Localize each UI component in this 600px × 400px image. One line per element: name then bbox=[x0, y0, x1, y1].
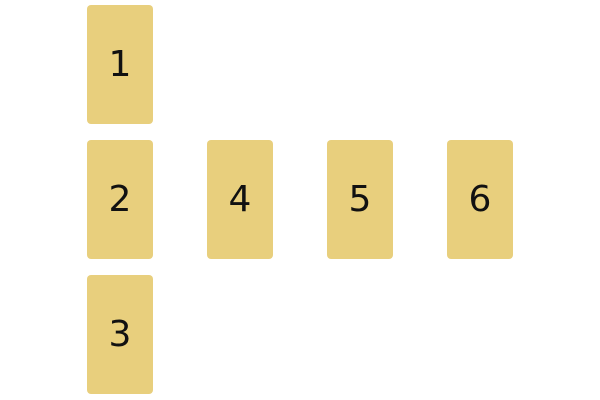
card-1[interactable]: 1 bbox=[87, 5, 153, 124]
card-2[interactable]: 2 bbox=[87, 140, 153, 259]
card-label: 6 bbox=[468, 179, 492, 220]
card-label: 3 bbox=[108, 314, 132, 355]
card-4[interactable]: 4 bbox=[207, 140, 273, 259]
card-label: 5 bbox=[348, 179, 372, 220]
card-5[interactable]: 5 bbox=[327, 140, 393, 259]
card-6[interactable]: 6 bbox=[447, 140, 513, 259]
card-label: 1 bbox=[108, 44, 132, 85]
card-label: 4 bbox=[228, 179, 252, 220]
card-label: 2 bbox=[108, 179, 132, 220]
card-3[interactable]: 3 bbox=[87, 275, 153, 394]
